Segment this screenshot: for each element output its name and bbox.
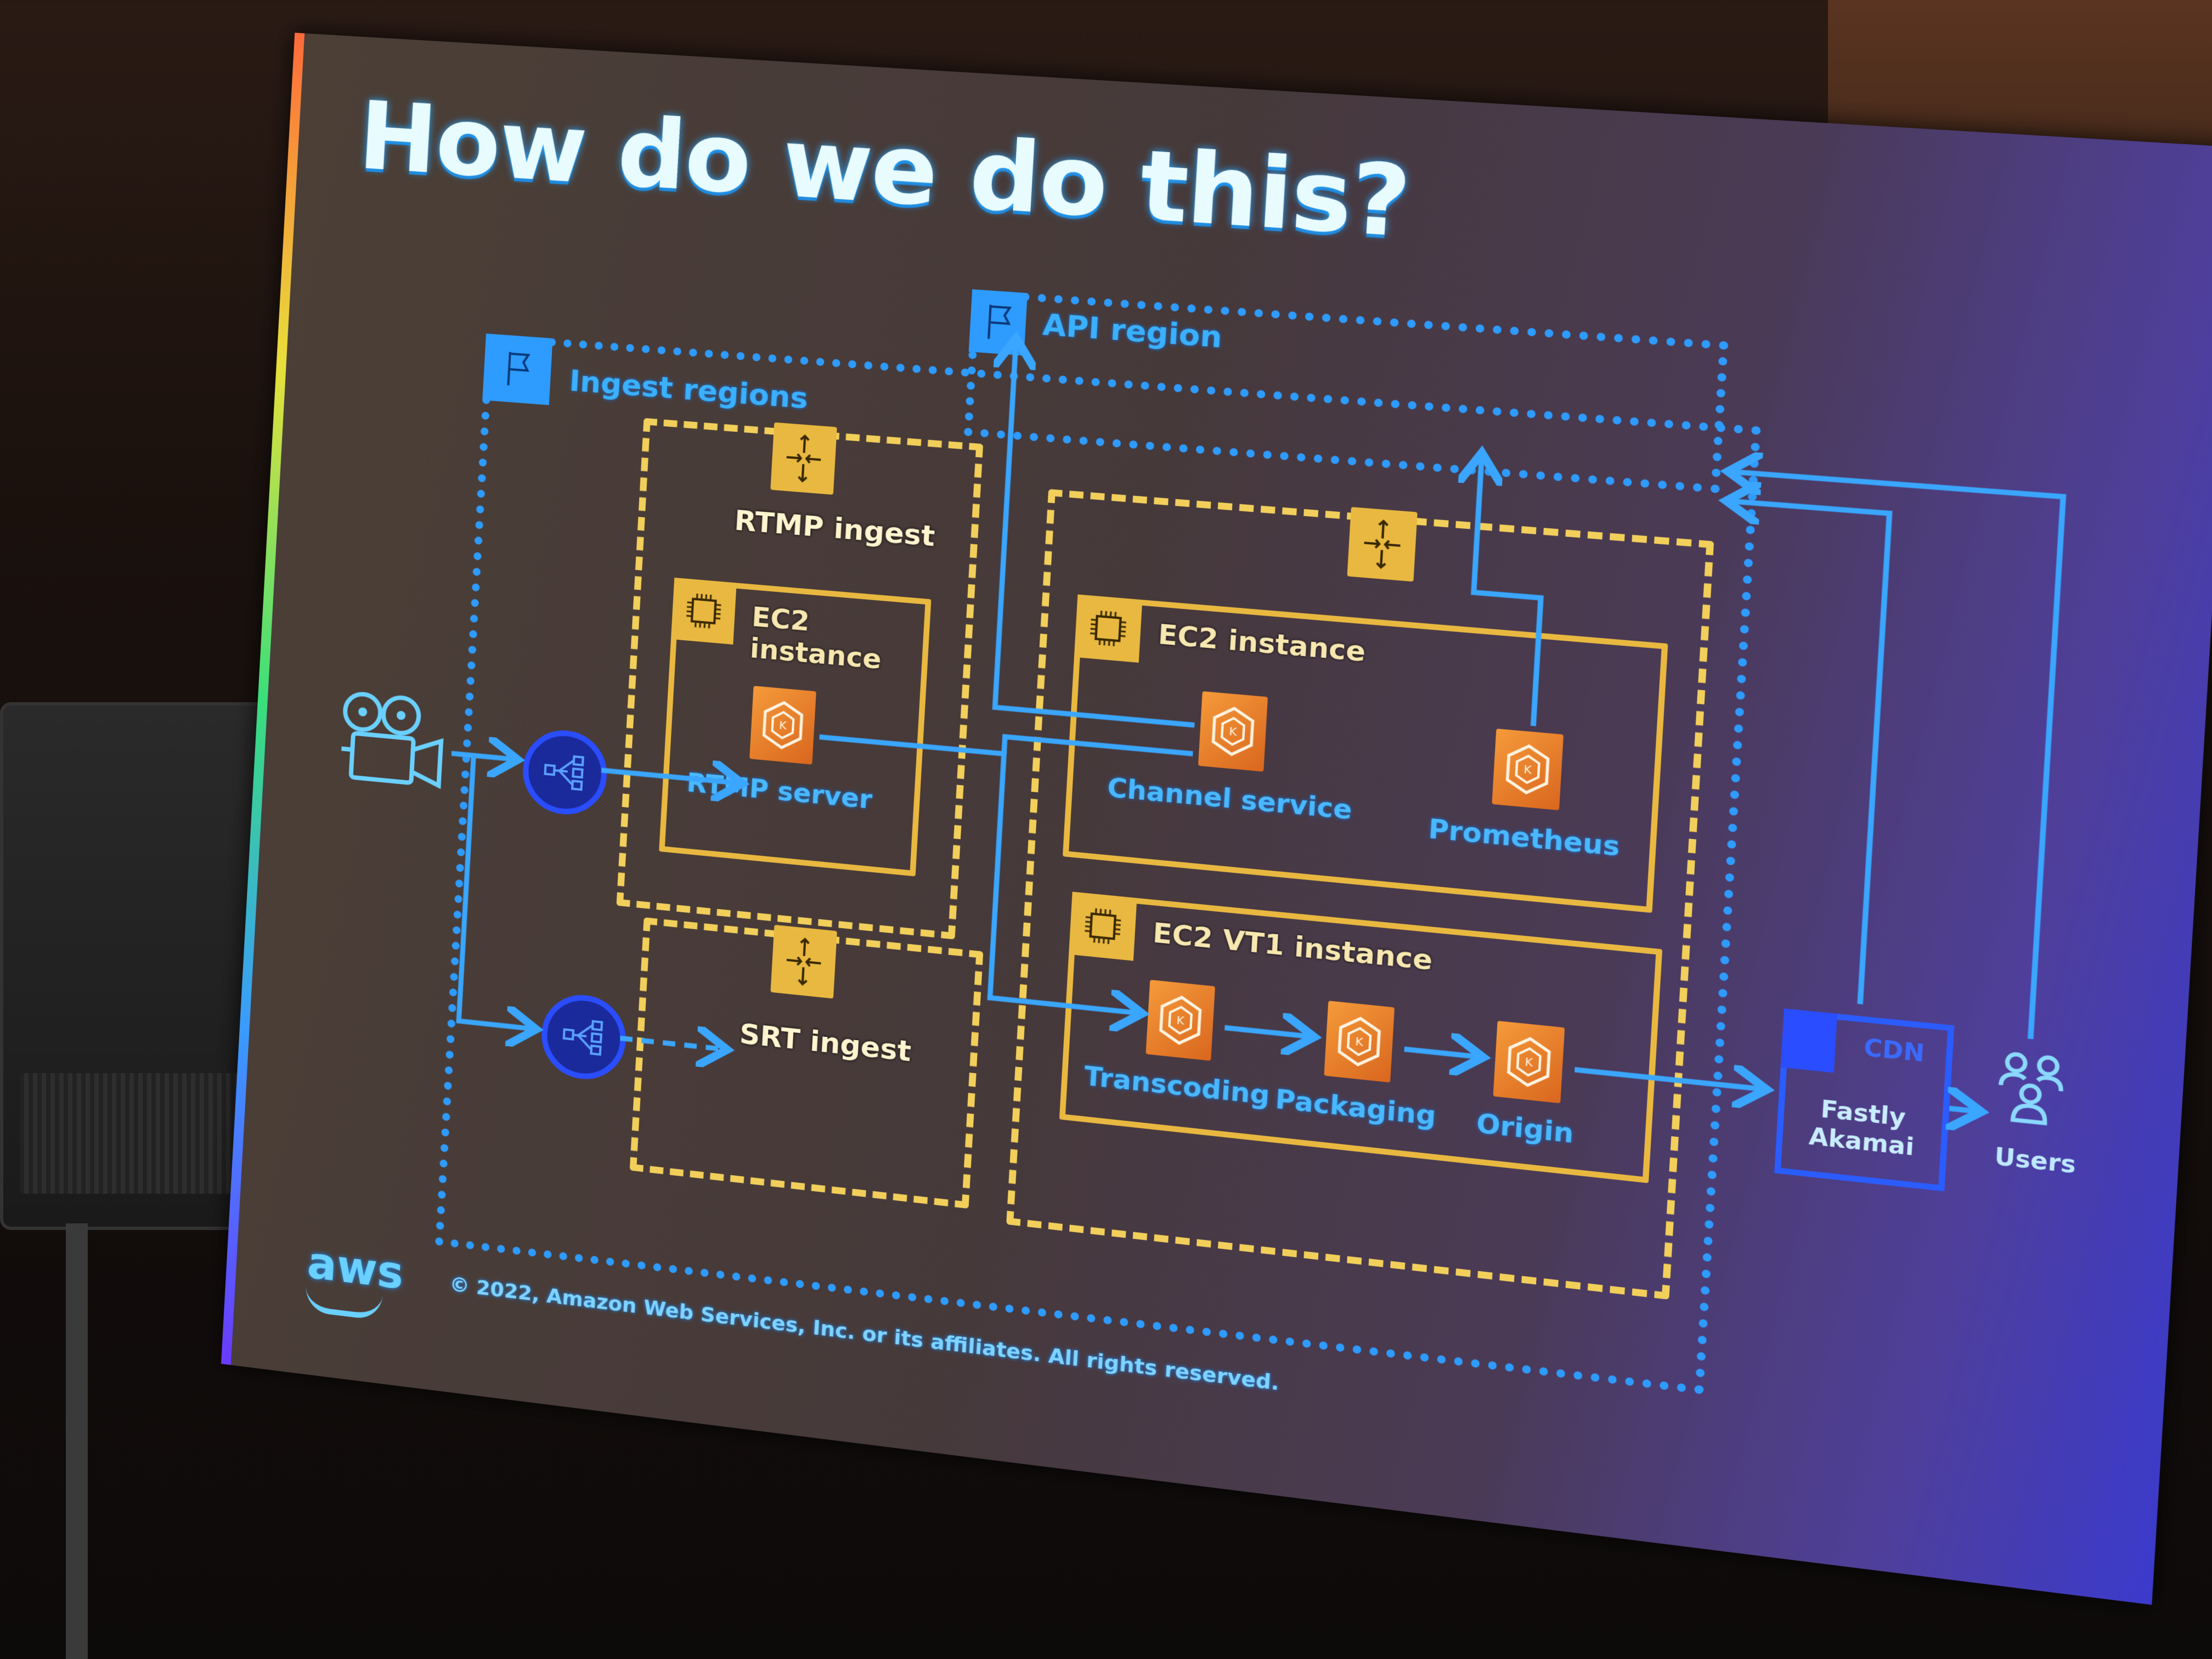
video-camera-icon	[328, 687, 454, 799]
arrow-camera-to-lb-rtmp	[452, 753, 518, 759]
arrow-cdn-to-api	[1697, 501, 1889, 1004]
svg-text:K: K	[1355, 1035, 1364, 1049]
arrow-rtmp-to-channel	[1004, 737, 1193, 771]
arrow-camera-to-lb-srt	[459, 755, 551, 1029]
kubernetes-container-icon[interactable]: K	[1146, 979, 1215, 1061]
speaker-grille	[20, 1073, 272, 1194]
arrow-cdn-to-users	[1949, 1108, 1981, 1111]
arrow-prometheus-to-api	[1466, 453, 1549, 726]
arrow-lb-to-srt-ingest	[620, 1038, 727, 1049]
svg-text:K: K	[1523, 763, 1533, 777]
arrow-rtmp-to-transcoding	[806, 737, 1156, 1013]
arrow-origin-to-cdn	[1575, 1070, 1767, 1090]
kubernetes-container-icon[interactable]: K	[1492, 729, 1564, 810]
svg-text:K: K	[1525, 1055, 1534, 1069]
arrow-transcoding-to-packaging	[1224, 1028, 1314, 1037]
arrow-packaging-to-origin	[1404, 1049, 1483, 1057]
kubernetes-container-icon[interactable]: K	[1198, 691, 1268, 772]
kubernetes-container-icon[interactable]: K	[749, 686, 816, 765]
svg-text:K: K	[1229, 725, 1238, 739]
kubernetes-container-icon[interactable]: K	[1324, 1001, 1395, 1083]
arrow-channel-to-api	[995, 338, 1216, 725]
arrow-users-to-api	[1696, 471, 2063, 1039]
projected-slide: How do we do this? API region Ingest reg…	[221, 33, 2212, 1605]
kubernetes-container-icon[interactable]: K	[1493, 1020, 1565, 1104]
svg-text:K: K	[1176, 1013, 1186, 1028]
arrow-lb-to-rtmp-server	[601, 770, 742, 783]
speaker-stand	[66, 1223, 88, 1659]
svg-text:K: K	[778, 719, 787, 732]
